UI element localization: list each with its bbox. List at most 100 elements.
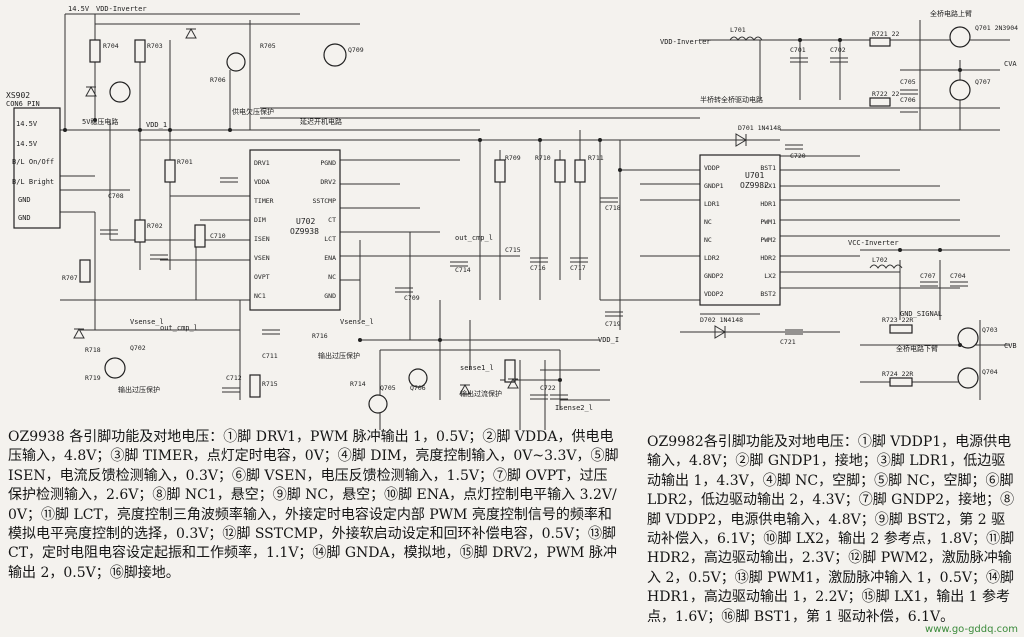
net-gnd-signal: GND_SIGNAL	[900, 310, 942, 318]
ref: R711	[588, 154, 604, 162]
net-vdd-1: VDD_1	[146, 121, 167, 129]
net-cvb: CVB	[1004, 342, 1017, 350]
net-14v5: 14.5V	[68, 5, 90, 13]
oz9982-pin-description: OZ9982各引脚功能及对地电压：①脚 VDDP1，电源供电输入，4.8V；②脚…	[647, 434, 1015, 625]
ref: R709	[505, 154, 521, 162]
u701-ref: U701	[745, 171, 764, 180]
ref: L701	[730, 26, 746, 34]
transistors	[104, 26, 979, 414]
oz9938-pin-description: OZ9938 各引脚功能及对地电压：①脚 DRV1，PWM 脉冲输出 1，0.5…	[8, 429, 619, 581]
connector-sub: CON6 PIN	[6, 100, 40, 108]
pin-label: GND	[18, 214, 31, 222]
net-vsense: Vsense_l	[340, 318, 374, 326]
pin-label: DIM	[254, 216, 266, 224]
ref: Q709	[348, 46, 364, 54]
ref: C702	[830, 46, 846, 54]
pin-label: VDDP2	[704, 290, 724, 298]
pin-label: GND	[18, 196, 31, 204]
ref: C718	[605, 204, 621, 212]
pin-label: VSEN	[254, 254, 270, 262]
ref: C705	[900, 78, 916, 86]
wires	[60, 13, 1010, 430]
ref: L702	[872, 256, 888, 264]
ref: Q705	[380, 384, 396, 392]
ref: C717	[570, 264, 586, 272]
component-refs: R704 R703 R705 R706 R701 C708 R702 R707 …	[62, 24, 1018, 392]
ic-u701: U701 OZ9982 VDDPGNDP1LDR1NCNCLDR2GNDP2VD…	[699, 154, 781, 306]
pin-label: VDDP	[704, 164, 720, 172]
net-cva: CVA	[1004, 60, 1017, 68]
pin-label: B/L On/Off	[12, 158, 54, 166]
ref: C712	[226, 374, 242, 382]
junctions	[63, 38, 962, 382]
pin-label: ISEN	[254, 235, 270, 243]
ref: C701	[790, 46, 806, 54]
ref: C708	[108, 192, 124, 200]
pin-label: DRV2	[320, 178, 336, 186]
u701-part: OZ9982	[740, 181, 769, 190]
ref: C721	[780, 338, 796, 346]
ref: R710	[535, 154, 551, 162]
u702-part: OZ9938	[290, 227, 319, 236]
ref: D701 1N4148	[738, 124, 781, 132]
ref: R703	[147, 42, 163, 50]
connector-xs902: XS902 CON6 PIN 14.5V 14.5V B/L On/Off B/…	[6, 91, 61, 229]
note-upper-arm: 全桥电路上臂	[930, 9, 972, 18]
pin-label: LDR1	[704, 200, 720, 208]
pin-label: OVPT	[254, 273, 270, 281]
ref: Q706	[410, 384, 426, 392]
net-vdd-inverter: VDD-Inverter	[660, 38, 711, 46]
net-vdd-inverter: VDD-Inverter	[96, 5, 147, 13]
pin-label: GNDP2	[704, 272, 724, 280]
pin-label: SSTCMP	[313, 197, 337, 205]
net-vcc-inverter: VCC-Inverter	[848, 239, 899, 247]
ref: R705	[260, 42, 276, 50]
pin-label: VDDA	[254, 178, 270, 186]
pin-label: DRV1	[254, 159, 270, 167]
pin-label: TIMER	[254, 197, 274, 205]
net-vsense: Vsense_l	[130, 318, 164, 326]
pin-label: ENA	[324, 254, 336, 262]
pin-label: LCT	[324, 235, 336, 243]
pin-label: 14.5V	[16, 120, 38, 128]
pin-label: NC	[328, 273, 336, 281]
ref: C722	[540, 384, 556, 392]
ref: R714	[350, 380, 366, 388]
passives	[79, 37, 968, 400]
pin-label: HDR2	[760, 254, 776, 262]
pin-label: NC	[704, 236, 712, 244]
labels: 14.5V VDD-Inverter VDD-Inverter VCC-Inve…	[68, 5, 1017, 412]
pin-label: B/L Bright	[12, 178, 54, 186]
note-lamp-protection: 输出过压保护	[118, 385, 160, 394]
ref: R718	[85, 346, 101, 354]
pin-label: NC1	[254, 292, 266, 300]
connector-ref: XS902	[6, 91, 30, 100]
net-isense2: Isense2_l	[555, 404, 593, 412]
ref: R721 22	[872, 30, 899, 38]
ref: C716	[530, 264, 546, 272]
ref: Q703	[982, 326, 998, 334]
ref: C704	[950, 272, 966, 280]
ref: R723 22R	[882, 316, 913, 324]
ref: Q707	[975, 78, 991, 86]
note-output-overcurrent: 输出过流保护	[460, 389, 502, 398]
pin-label: PWM2	[760, 236, 776, 244]
ref: R724 22R	[882, 370, 913, 378]
ref: C706	[900, 96, 916, 104]
ref: C720	[790, 152, 806, 160]
watermark: www.go-gddq.com	[925, 624, 1018, 635]
pin-label: GNDP1	[704, 182, 724, 190]
ref: C709	[404, 294, 420, 302]
pin-label: BST2	[760, 290, 776, 298]
note-half-bridge: 半桥转全桥驱动电路	[700, 95, 763, 104]
pin-label: LX2	[764, 272, 776, 280]
note-undervoltage: 供电欠压保护	[232, 107, 274, 116]
ref: C710	[210, 232, 226, 240]
ref: C711	[262, 352, 278, 360]
ref: R716	[312, 332, 328, 340]
pin-label: CT	[328, 216, 336, 224]
pin-label: HDR1	[760, 200, 776, 208]
ref: R719	[85, 374, 101, 382]
ref: R701	[177, 158, 193, 166]
